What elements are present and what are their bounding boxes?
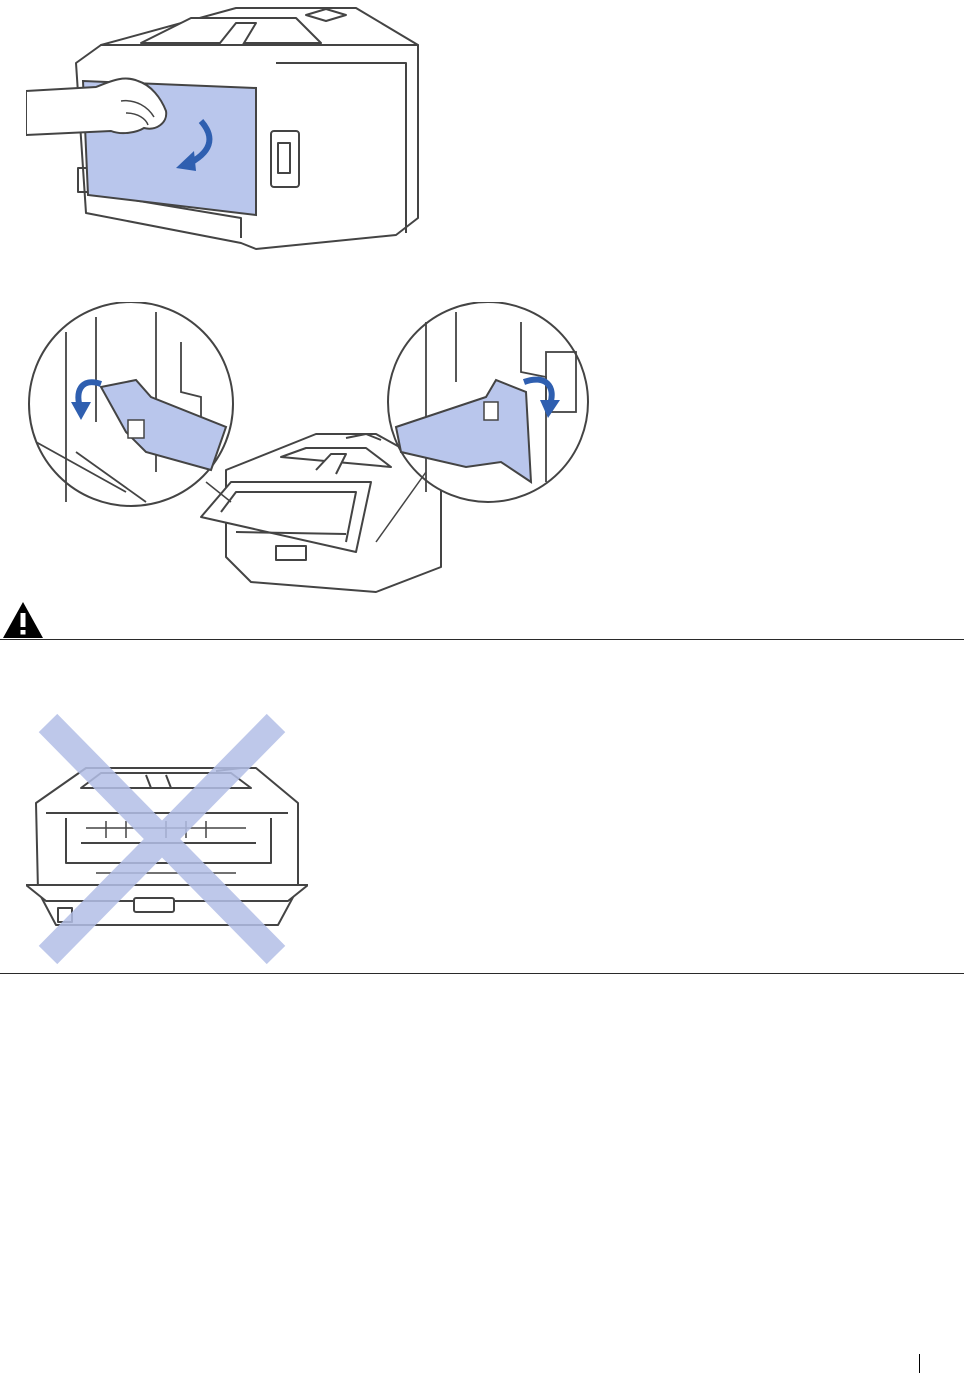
page-number-marker [919,1354,920,1373]
warning-triangle-icon [2,601,44,639]
warning-bottom-rule [0,973,964,974]
do-not-use-illustration [26,713,308,965]
fuser-levers-illustration [26,302,598,594]
back-cover-illustration [26,3,426,251]
warning-top-rule [0,639,964,640]
